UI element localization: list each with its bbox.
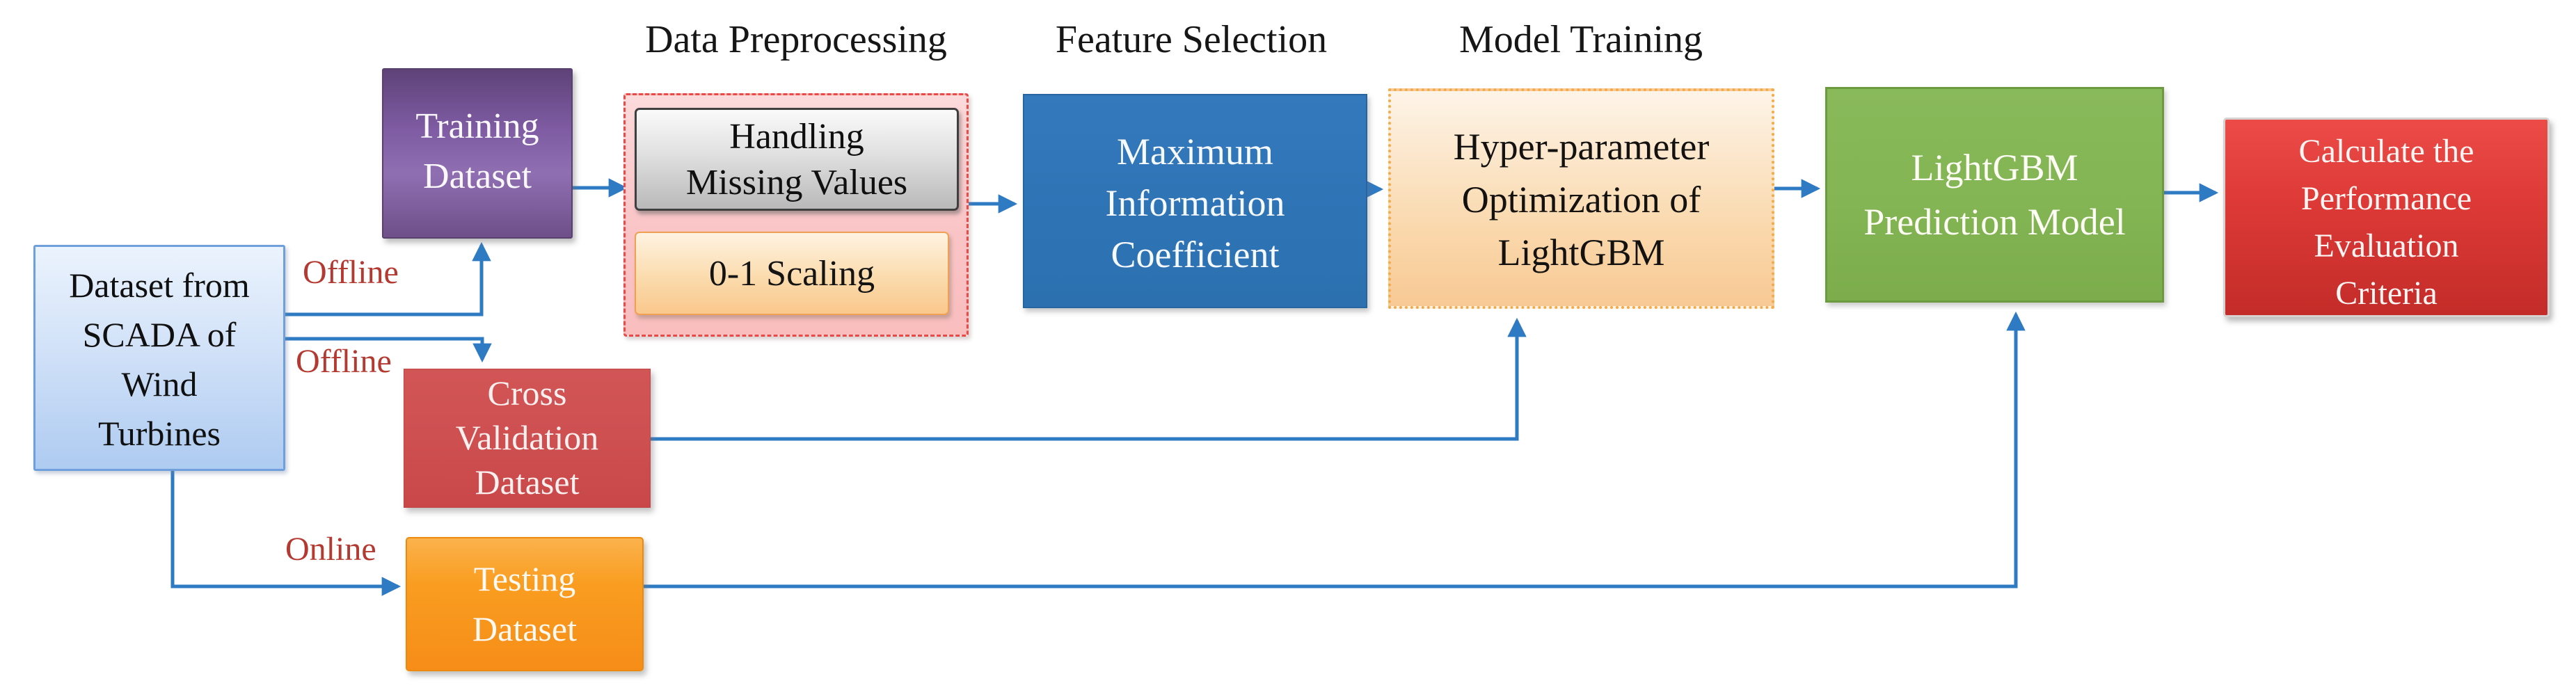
node-hyperparameter-optimization: Hyper-parameter Optimization of LightGBM (1388, 88, 1774, 309)
edge-label-offline-top: Offline (303, 254, 399, 291)
section-title-data-preprocessing: Data Preprocessing (645, 18, 947, 61)
connector-scada-to-testing (170, 471, 401, 596)
connector-scada-to-crossval (285, 337, 492, 363)
connector-crossval-to-hyperparameter (651, 317, 1527, 441)
node-testing-dataset: Testing Dataset (406, 537, 644, 671)
edge-label-online: Online (285, 531, 376, 568)
node-handling-missing-values: Handling Missing Values (635, 108, 959, 211)
node-lightgbm-prediction-model: LightGBM Prediction Model (1825, 87, 2164, 303)
node-performance-evaluation: Calculate the Performance Evaluation Cri… (2223, 118, 2550, 317)
node-maximum-information-coefficient: Maximum Information Coefficient (1023, 94, 1367, 308)
node-training-dataset: Training Dataset (382, 68, 573, 239)
section-title-feature-selection: Feature Selection (1055, 18, 1328, 61)
node-scada-dataset: Dataset from SCADA of Wind Turbines (33, 245, 285, 471)
node-0-1-scaling: 0-1 Scaling (635, 232, 949, 315)
connector-testing-to-lightgbm (644, 311, 2026, 588)
edge-label-offline-middle: Offline (296, 343, 392, 380)
connector-scada-to-training (285, 241, 491, 317)
node-cross-validation-dataset: Cross Validation Dataset (404, 369, 651, 508)
section-title-model-training: Model Training (1458, 18, 1703, 61)
